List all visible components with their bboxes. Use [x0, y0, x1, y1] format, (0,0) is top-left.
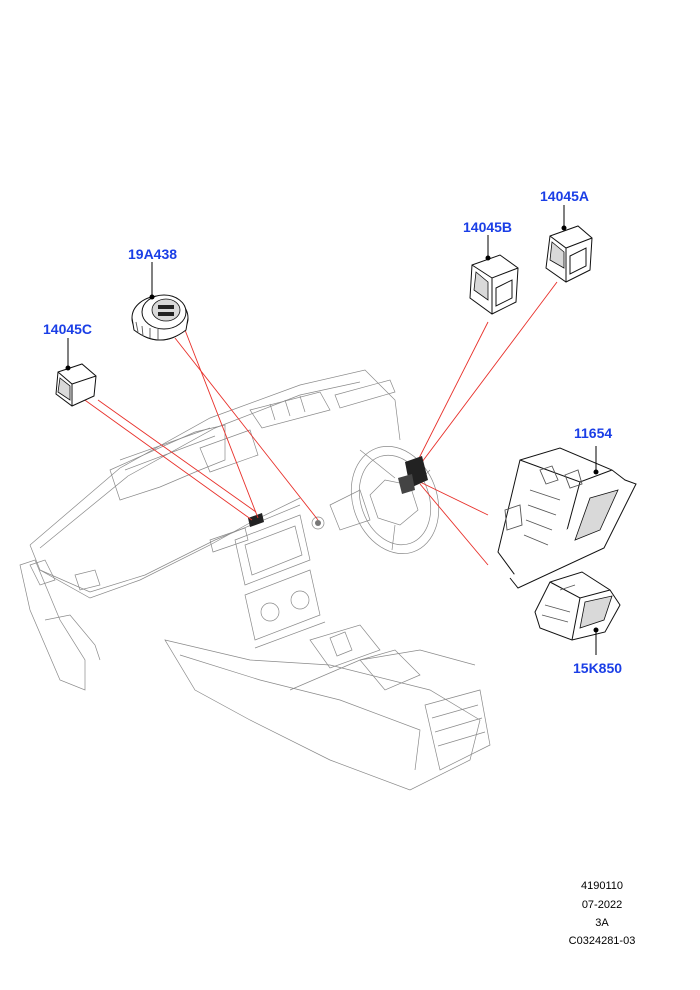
- part-14045c-switch: [55, 338, 97, 407]
- part-14045a-switch: [545, 205, 593, 283]
- callout-15k850[interactable]: 15K850: [573, 660, 623, 676]
- part-19a438-socket: [131, 262, 189, 341]
- callout-14045a[interactable]: 14045A: [540, 188, 590, 204]
- reference-lines: [81, 281, 558, 566]
- diagram-reference-number: 4190110: [580, 880, 623, 892]
- part-15k850-module: [534, 571, 621, 655]
- diagram-date: 07-2022: [581, 899, 623, 911]
- steering-switch-pack: [398, 456, 428, 494]
- callout-14045b[interactable]: 14045B: [463, 219, 513, 235]
- callout-14045c[interactable]: 14045C: [43, 321, 93, 337]
- diagram-illustration-code: C0324281-03: [568, 935, 636, 947]
- part-11654-switch-panel: [497, 446, 637, 589]
- part-14045b-switch: [469, 235, 519, 315]
- diagram-revision: 3A: [595, 917, 609, 929]
- dashboard-illustration: [19, 369, 491, 791]
- callout-11654[interactable]: 11654: [574, 425, 613, 441]
- callout-19a438[interactable]: 19A438: [128, 246, 178, 262]
